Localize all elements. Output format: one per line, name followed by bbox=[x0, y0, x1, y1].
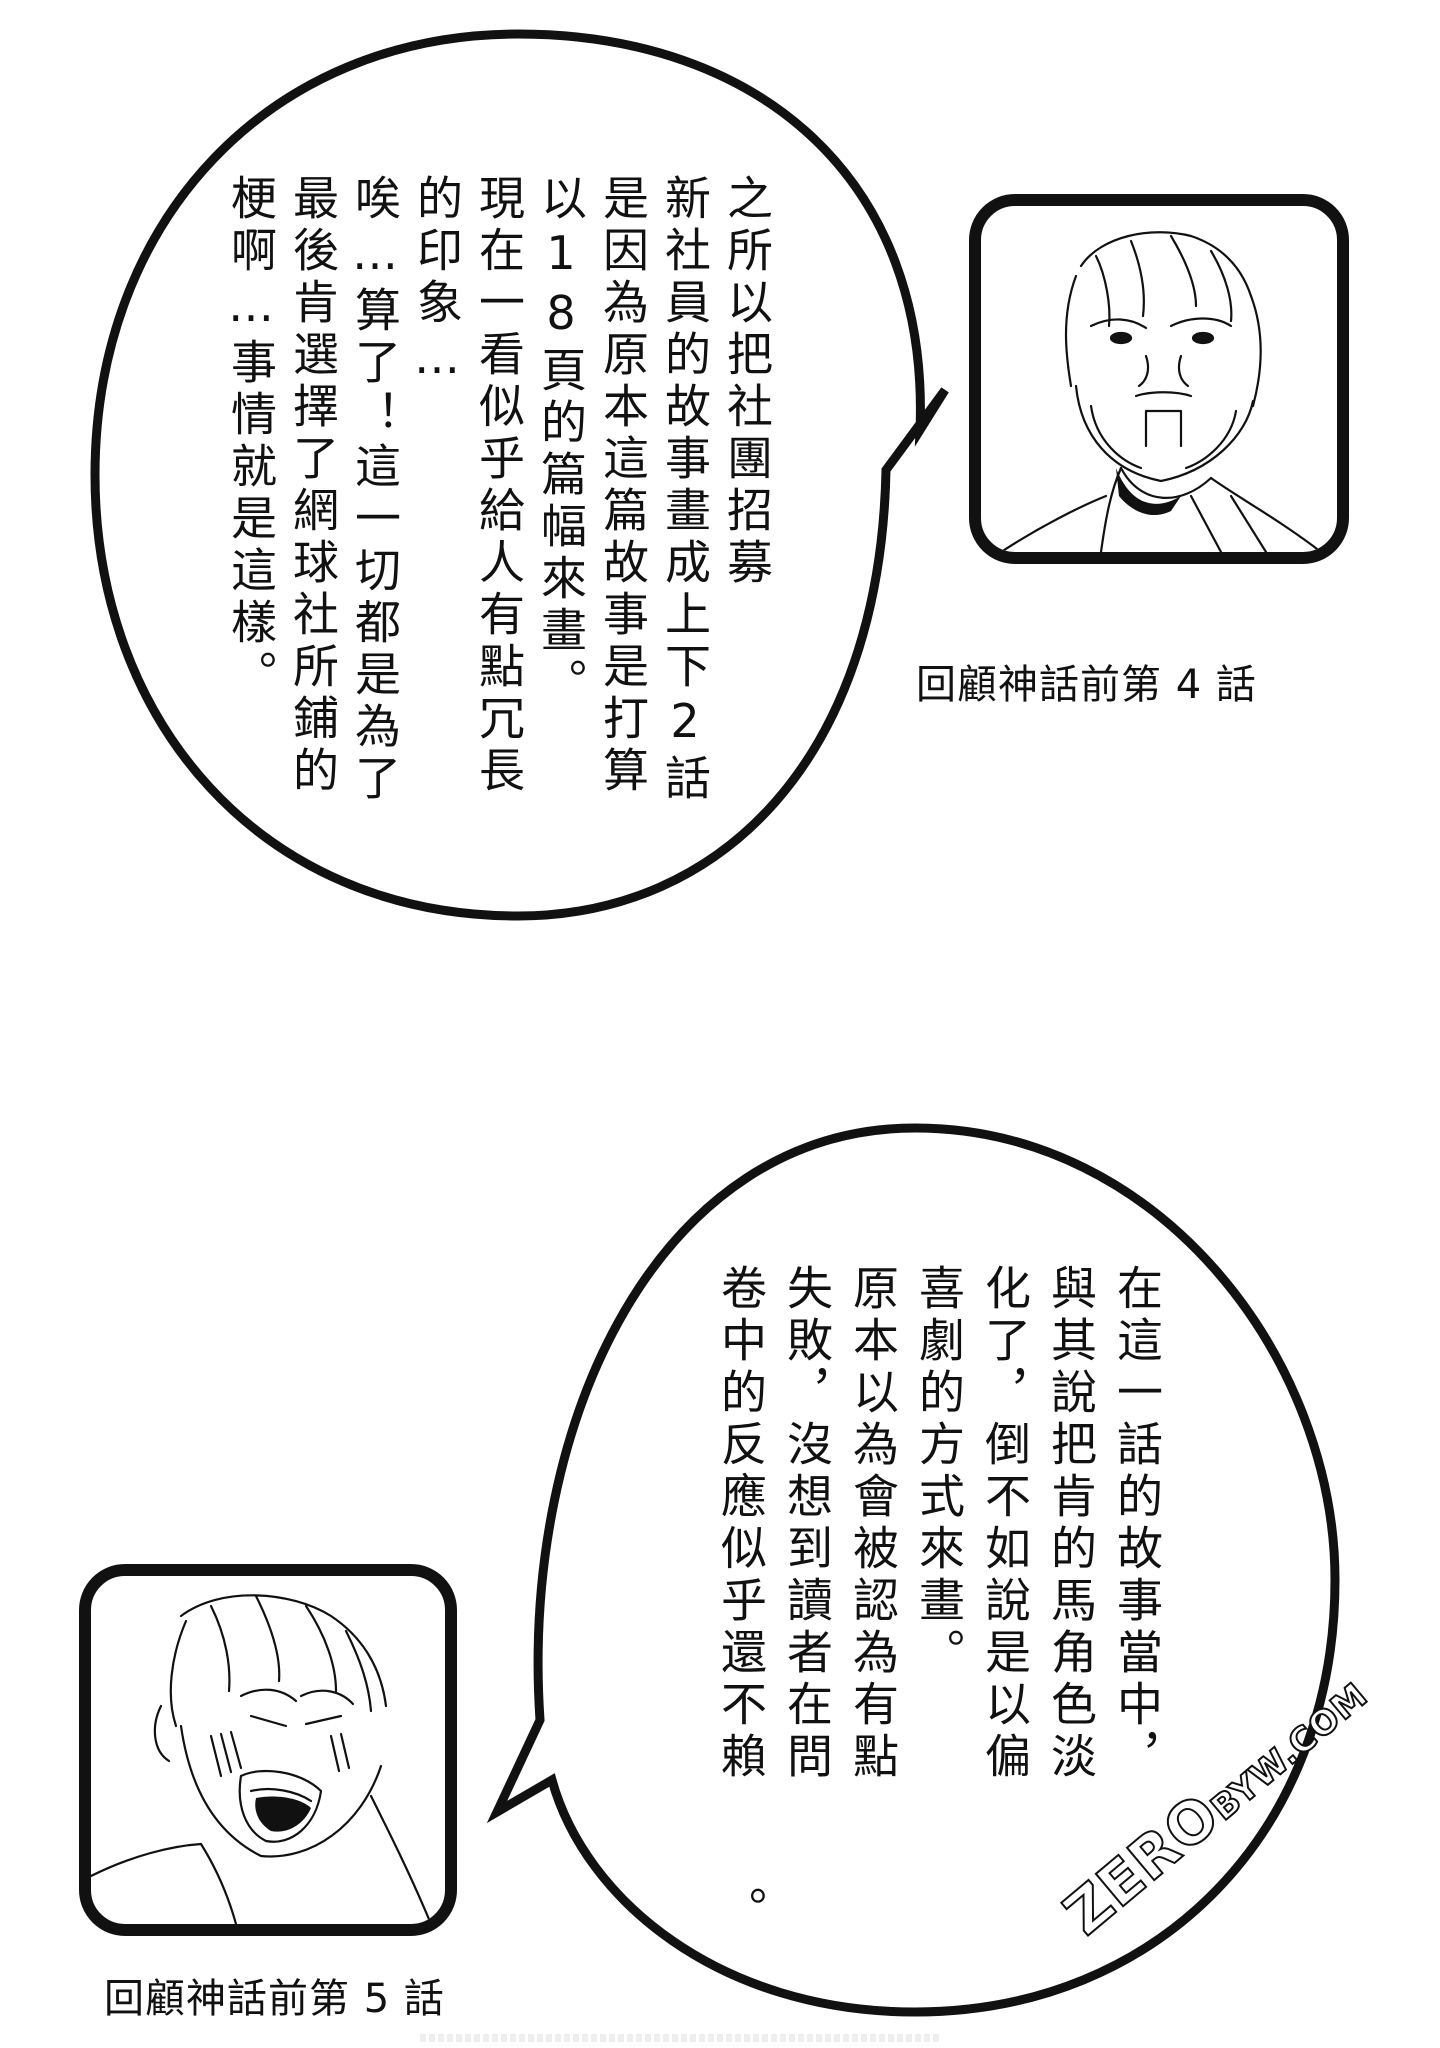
caption-bottom: 回顧神話前第 5 話 bbox=[104, 1976, 445, 2022]
bubble-bottom-line-1: 在這一話的故事當中， bbox=[1110, 1264, 1164, 1784]
bubble-bottom-line-8: 。 bbox=[714, 1886, 768, 1938]
bubble-bottom-line-2: 與其說把肯的馬角色淡 bbox=[1044, 1264, 1098, 1784]
scan-artifact bbox=[420, 2034, 940, 2042]
bubble-top-line-2: 新社員的故事畫成上下2話 bbox=[658, 174, 712, 806]
bubble-top-line-5: 現在一看似乎給人有點冗長 bbox=[472, 174, 526, 798]
bearded-man-icon bbox=[999, 231, 1323, 552]
bubble-top-line-1: 之所以把社團招募 bbox=[720, 174, 774, 590]
bubble-bottom-line-6: 失敗，沒想到讀者在問 bbox=[780, 1264, 834, 1784]
bubble-top-line-4: 以18頁的篇幅來畫。 bbox=[534, 174, 588, 710]
bubble-top-line-7: 唉…算了！這一切都是為了 bbox=[348, 174, 402, 806]
bubble-top-line-3: 是因為原本這篇故事是打算 bbox=[596, 174, 650, 798]
bubble-bottom-line-5: 原本以為會被認為有點 bbox=[846, 1264, 900, 1784]
bubble-top-line-9: 梗啊…事情就是這樣。 bbox=[224, 174, 278, 702]
avatar-bottom bbox=[79, 1564, 457, 1936]
bubble-bottom-line-4: 喜劇的方式來畫。 bbox=[912, 1264, 966, 1680]
caption-top: 回顧神話前第 4 話 bbox=[916, 662, 1257, 708]
speech-bubble-bottom bbox=[486, 1123, 1340, 2017]
bubble-bottom-line-3: 化了，倒不如說是以偏 bbox=[978, 1264, 1032, 1784]
laughing-bearded-man-icon bbox=[91, 1594, 433, 1924]
bubble-top-line-6: 的印象… bbox=[410, 174, 464, 390]
speech-bubble-top bbox=[90, 29, 949, 921]
avatar-top bbox=[969, 194, 1349, 564]
bubble-top-line-8: 最後肯選擇了網球社所鋪的 bbox=[286, 174, 340, 798]
bubble-bottom-line-7: 卷中的反應似乎還不賴 bbox=[714, 1264, 768, 1784]
